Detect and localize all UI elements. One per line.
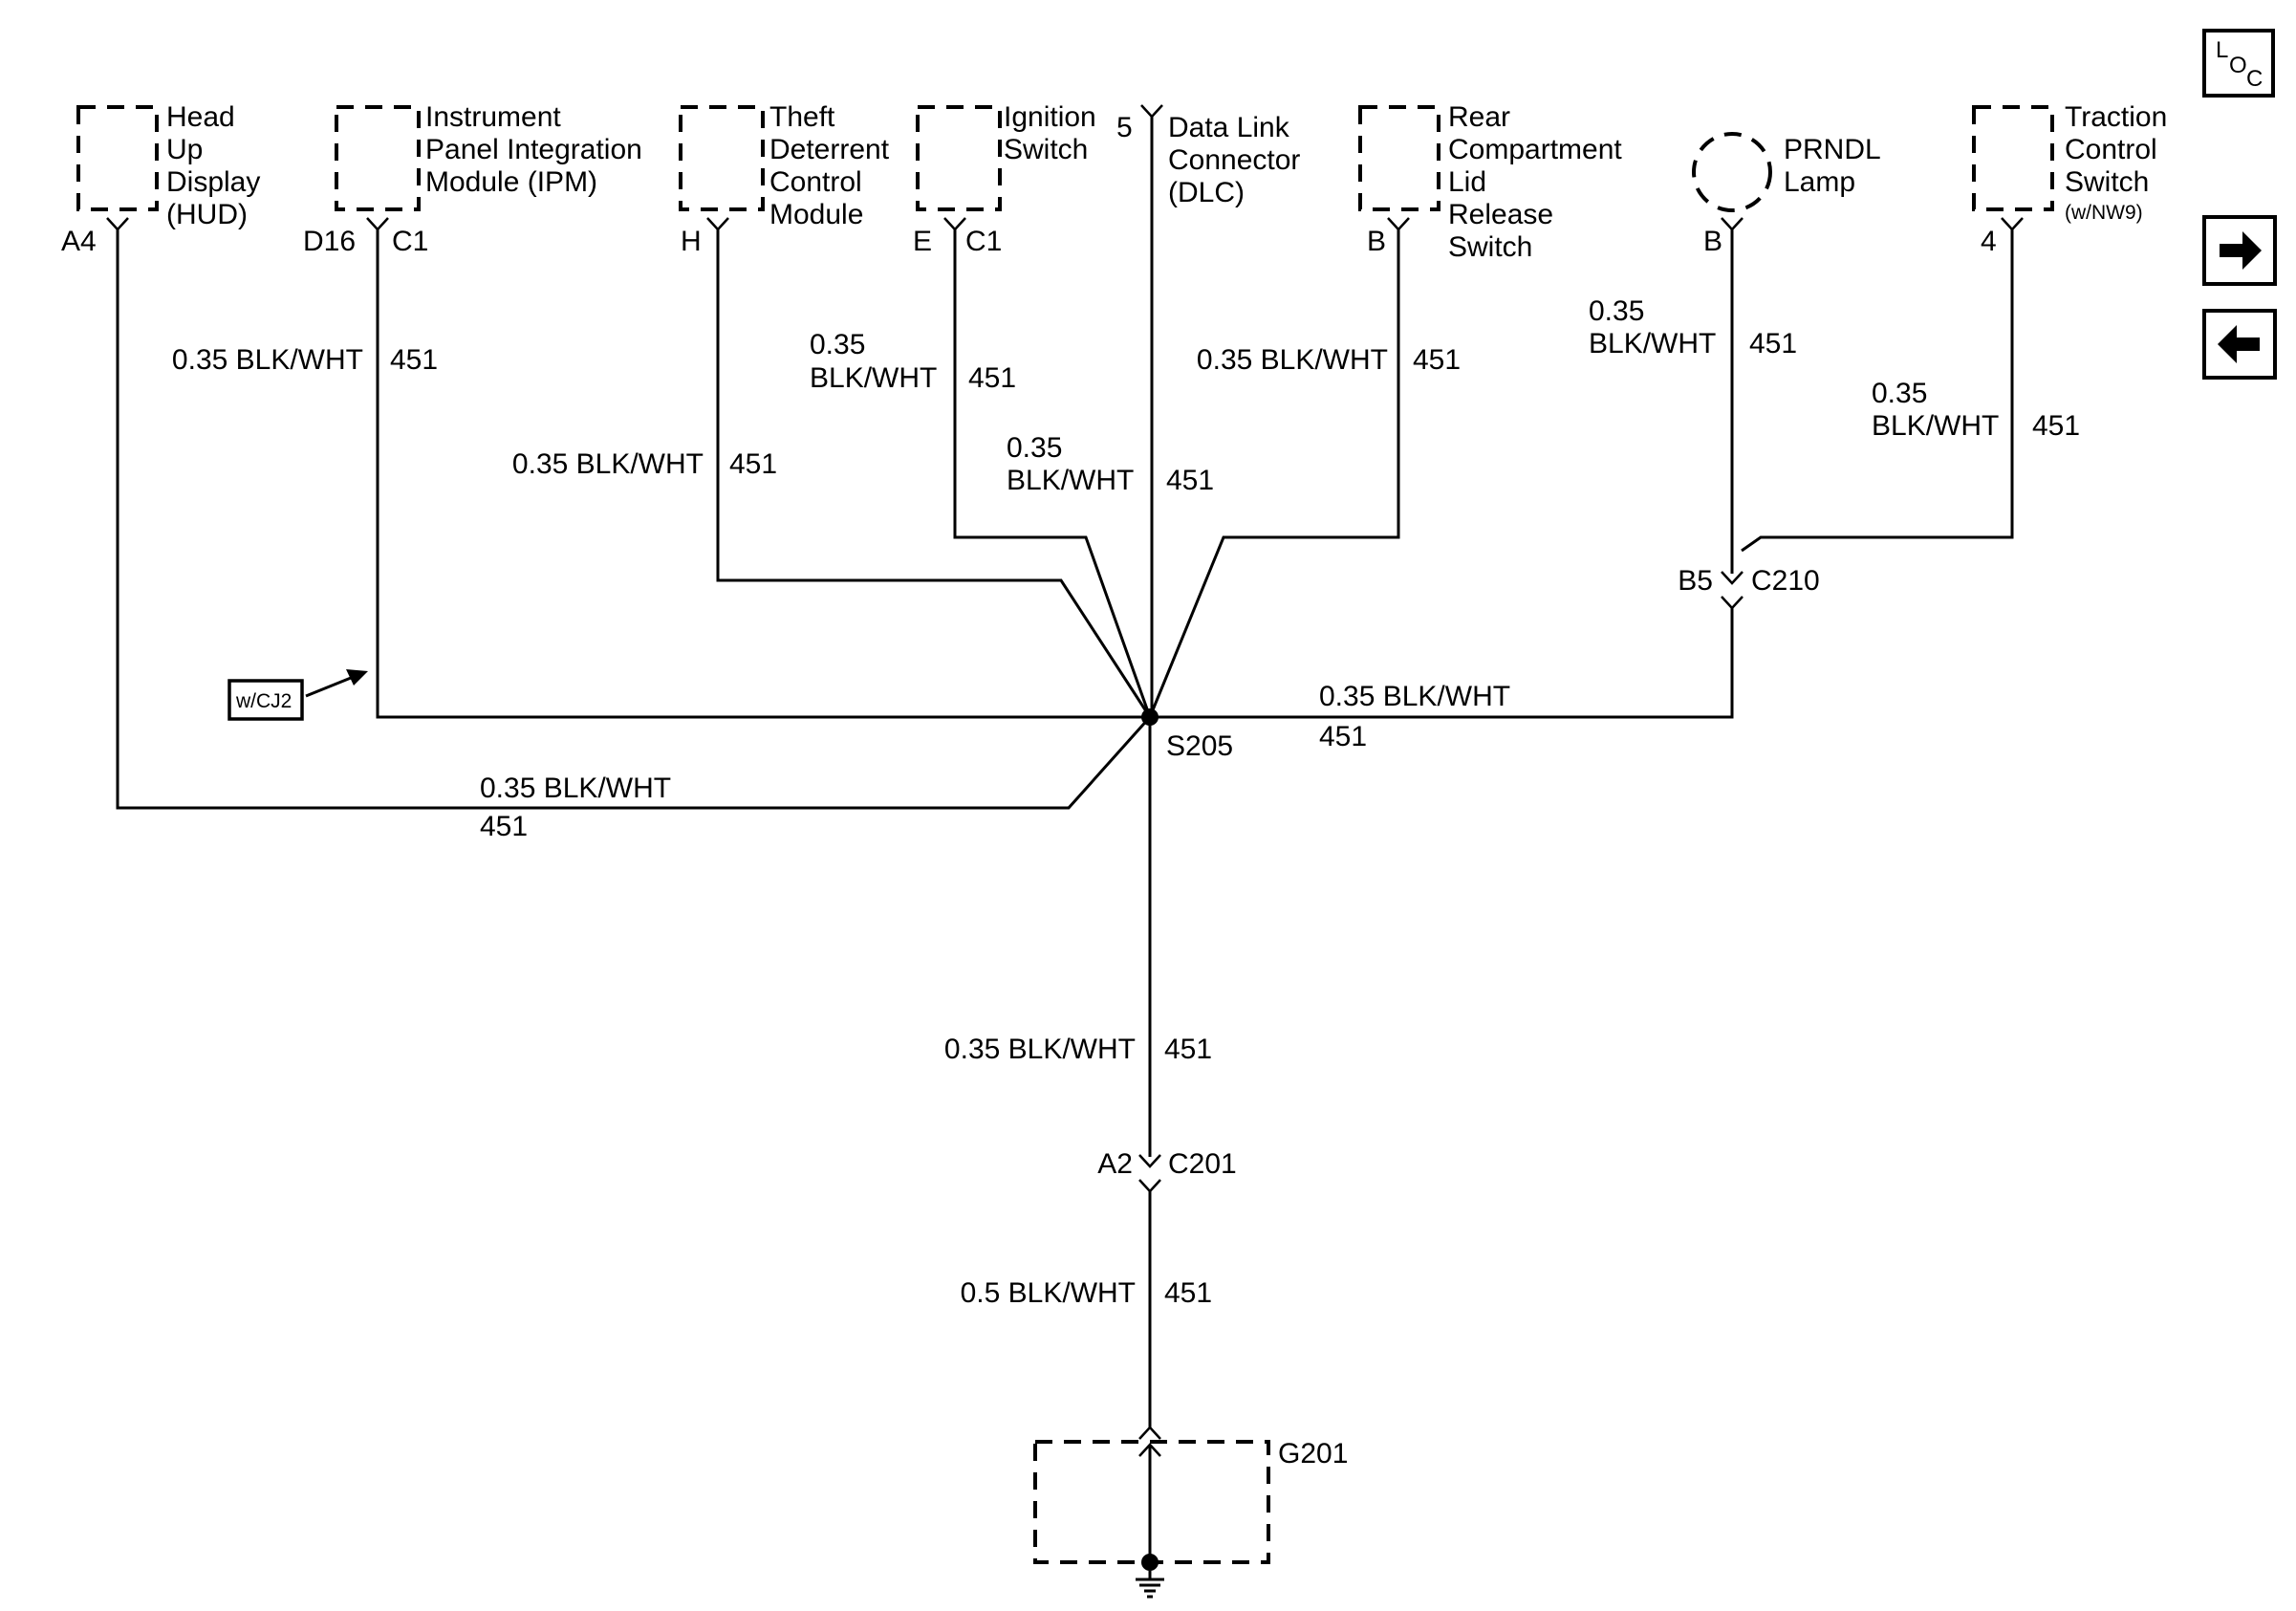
next-page-arrow-icon[interactable] — [2202, 215, 2277, 286]
circuit-label-prndl: 451 — [1749, 328, 1797, 359]
wires — [116, 117, 2014, 1568]
wire-color-traction: BLK/WHT — [1872, 410, 1999, 442]
svg-text:Rear: Rear — [1448, 101, 1510, 133]
svg-text:w/CJ2: w/CJ2 — [235, 690, 292, 712]
component-data-link-connector: Data Link Connector (DLC) 5 — [1116, 104, 1300, 208]
location-icon[interactable]: L O C — [2202, 29, 2275, 98]
option-tag-cj2: w/CJ2 — [227, 669, 368, 721]
svg-text:Compartment: Compartment — [1448, 134, 1622, 165]
svg-text:(DLC): (DLC) — [1168, 177, 1245, 208]
svg-text:L: L — [2216, 37, 2228, 63]
connector-label-ignition: C1 — [965, 226, 1002, 257]
ground-g201: G201 — [1033, 1438, 1348, 1599]
component-traction-control-switch: Traction Control Switch (w/NW9) 4 — [1972, 101, 2167, 257]
svg-text:Switch: Switch — [1448, 231, 1532, 263]
svg-text:C: C — [2246, 66, 2263, 92]
svg-text:Deterrent: Deterrent — [769, 134, 890, 165]
circuit-label-ground: 451 — [1164, 1277, 1212, 1309]
connector-pin-c210: B5 — [1678, 565, 1713, 597]
option-label-nw9: (w/NW9) — [2065, 202, 2143, 224]
svg-text:Traction: Traction — [2065, 101, 2167, 133]
circuit-label-hud: 451 — [480, 811, 528, 842]
circuit-label-trunk: 451 — [1164, 1034, 1212, 1065]
circuit-label-dlc: 451 — [1166, 465, 1214, 496]
component-prndl-lamp: PRNDL Lamp B — [1692, 132, 1881, 257]
pin-label-ignition: E — [913, 226, 932, 257]
svg-text:S205: S205 — [1166, 730, 1233, 762]
wire-label-rear: 0.35 BLK/WHT — [1197, 344, 1388, 376]
pin-label-traction: 4 — [1981, 226, 1997, 257]
previous-page-arrow-icon[interactable] — [2202, 309, 2277, 380]
pin-label-prndl: B — [1703, 226, 1722, 257]
svg-text:Lamp: Lamp — [1784, 166, 1855, 198]
circuit-label-rear: 451 — [1413, 344, 1461, 376]
svg-text:Release: Release — [1448, 199, 1553, 230]
wire-color-dlc: BLK/WHT — [1007, 465, 1134, 496]
wire-gauge-traction: 0.35 — [1872, 378, 1927, 409]
svg-text:Display: Display — [166, 166, 260, 198]
wire-gauge-ignition: 0.35 — [810, 329, 865, 360]
wire-label-c210-run: 0.35 BLK/WHT — [1319, 681, 1510, 712]
svg-text:Theft: Theft — [769, 101, 835, 133]
pin-label-ipm: D16 — [303, 226, 356, 257]
circuit-label-c210-run: 451 — [1319, 721, 1367, 752]
svg-text:O: O — [2229, 53, 2247, 78]
svg-text:Head: Head — [166, 101, 235, 133]
wire-labels: 0.35 BLK/WHT 451 0.35 BLK/WHT 451 0.35 B… — [172, 295, 2080, 1309]
wire-label-hud: 0.35 BLK/WHT — [480, 773, 671, 804]
svg-text:Panel Integration: Panel Integration — [425, 134, 642, 165]
svg-text:Switch: Switch — [1004, 134, 1088, 165]
pin-label-rear: B — [1367, 226, 1386, 257]
svg-text:Connector: Connector — [1168, 144, 1300, 176]
connector-c210: C210 — [1751, 565, 1820, 597]
svg-text:Control: Control — [769, 166, 862, 198]
pin-label-dlc: 5 — [1116, 112, 1133, 143]
circuit-label-ignition: 451 — [968, 362, 1016, 394]
svg-text:Data Link: Data Link — [1168, 112, 1290, 143]
connector-label-ipm: C1 — [392, 226, 428, 257]
svg-text:Instrument: Instrument — [425, 101, 561, 133]
splice-s205: S205 — [1141, 708, 1233, 762]
circuit-label-ipm: 451 — [390, 344, 438, 376]
connector-labels: B5 C210 A2 C201 — [1097, 565, 1819, 1180]
svg-text:Up: Up — [166, 134, 203, 165]
component-ignition-switch: Ignition Switch E C1 — [913, 101, 1096, 257]
svg-text:Module (IPM): Module (IPM) — [425, 166, 597, 198]
component-rear-compartment-lid-release-switch: Rear Compartment Lid Release Switch B — [1358, 101, 1622, 263]
wire-color-ignition: BLK/WHT — [810, 362, 937, 394]
wire-label-theft: 0.35 BLK/WHT — [512, 448, 704, 480]
svg-text:(HUD): (HUD) — [166, 199, 248, 230]
wire-label-trunk: 0.35 BLK/WHT — [944, 1034, 1136, 1065]
component-head-up-display: Head Up Display (HUD) A4 — [61, 101, 260, 257]
pin-label-theft: H — [681, 226, 702, 257]
wire-color-prndl: BLK/WHT — [1589, 328, 1716, 359]
connector-pin-c201: A2 — [1097, 1148, 1133, 1180]
pin-label-hud: A4 — [61, 226, 97, 257]
svg-text:PRNDL: PRNDL — [1784, 134, 1881, 165]
component-theft-deterrent-control-module: Theft Deterrent Control Module H — [679, 101, 890, 257]
svg-text:Lid: Lid — [1448, 166, 1486, 198]
wire-label-ipm: 0.35 BLK/WHT — [172, 344, 363, 376]
connector-c201: C201 — [1168, 1148, 1237, 1180]
svg-text:G201: G201 — [1278, 1438, 1348, 1469]
svg-text:Switch: Switch — [2065, 166, 2149, 198]
wire-gauge-dlc: 0.35 — [1007, 432, 1062, 464]
svg-text:Control: Control — [2065, 134, 2157, 165]
svg-text:Module: Module — [769, 199, 863, 230]
component-instrument-panel-integration-module: Instrument Panel Integration Module (IPM… — [303, 101, 642, 257]
circuit-label-traction: 451 — [2032, 410, 2080, 442]
wire-label-ground: 0.5 BLK/WHT — [961, 1277, 1136, 1309]
svg-text:Ignition: Ignition — [1004, 101, 1096, 133]
wire-gauge-prndl: 0.35 — [1589, 295, 1644, 327]
circuit-label-theft: 451 — [729, 448, 777, 480]
